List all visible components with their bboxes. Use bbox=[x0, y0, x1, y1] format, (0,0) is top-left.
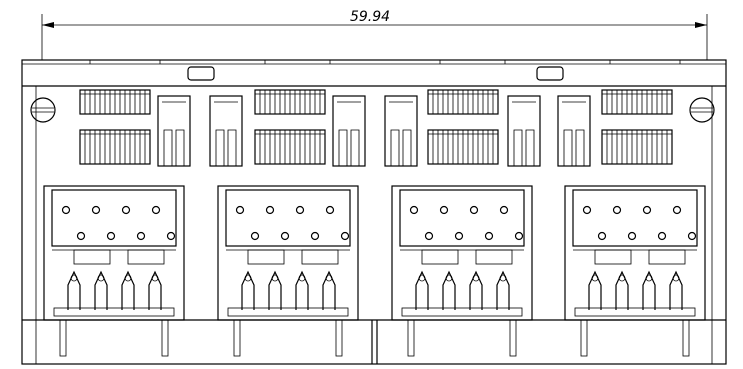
screw-left-icon bbox=[30, 97, 56, 123]
port-3 bbox=[391, 185, 533, 357]
vent-grille-4-1 bbox=[601, 89, 673, 115]
contact-hole-bottom bbox=[106, 231, 116, 241]
contact-hole-bottom bbox=[424, 231, 434, 241]
contact-hole-bottom bbox=[166, 231, 176, 241]
contact-hole-bottom bbox=[340, 231, 350, 241]
contact-hole-top bbox=[582, 205, 592, 215]
port-4 bbox=[564, 185, 706, 357]
vent-grille-2-1 bbox=[254, 89, 326, 115]
contact-hole-top bbox=[612, 205, 622, 215]
contact-hole-bottom bbox=[280, 231, 290, 241]
port-1 bbox=[43, 185, 185, 357]
contact-hole-top bbox=[235, 205, 245, 215]
light-pipe-clip-5 bbox=[507, 95, 541, 167]
contact-hole-top bbox=[325, 205, 335, 215]
light-pipe-clip-6 bbox=[557, 95, 591, 167]
contact-hole-bottom bbox=[657, 231, 667, 241]
contact-hole-bottom bbox=[514, 231, 524, 241]
contact-hole-top bbox=[499, 205, 509, 215]
port-2 bbox=[217, 185, 359, 357]
contact-hole-bottom bbox=[250, 231, 260, 241]
light-pipe-clip-1 bbox=[157, 95, 191, 167]
contact-hole-bottom bbox=[454, 231, 464, 241]
light-pipe-clip-2 bbox=[209, 95, 243, 167]
vent-grille-2-2 bbox=[254, 129, 326, 165]
contact-hole-top bbox=[265, 205, 275, 215]
contact-hole-bottom bbox=[484, 231, 494, 241]
contact-hole-bottom bbox=[627, 231, 637, 241]
width-dimension: 59.94 bbox=[41, 9, 708, 60]
screw-right-icon bbox=[689, 97, 715, 123]
contact-hole-top bbox=[295, 205, 305, 215]
width-dimension-label: 59.94 bbox=[350, 9, 390, 25]
contact-hole-top bbox=[151, 205, 161, 215]
contact-hole-bottom bbox=[76, 231, 86, 241]
vent-grille-4-2 bbox=[601, 129, 673, 165]
light-pipe-clip-4 bbox=[384, 95, 418, 167]
housing-outline bbox=[21, 59, 727, 365]
vent-grilles bbox=[79, 89, 673, 165]
contact-hole-bottom bbox=[136, 231, 146, 241]
contact-hole-top bbox=[91, 205, 101, 215]
contact-hole-top bbox=[121, 205, 131, 215]
contact-hole-top bbox=[439, 205, 449, 215]
vent-grille-1-2 bbox=[79, 129, 151, 165]
contact-hole-bottom bbox=[597, 231, 607, 241]
contact-hole-bottom bbox=[687, 231, 697, 241]
contact-hole-top bbox=[61, 205, 71, 215]
vent-grille-1-1 bbox=[79, 89, 151, 115]
vent-grille-3-1 bbox=[427, 89, 499, 115]
vent-grille-3-2 bbox=[427, 129, 499, 165]
contact-hole-top bbox=[642, 205, 652, 215]
contact-hole-bottom bbox=[310, 231, 320, 241]
port-group bbox=[43, 185, 706, 357]
contact-hole-top bbox=[672, 205, 682, 215]
contact-hole-top bbox=[469, 205, 479, 215]
light-pipe-clip-3 bbox=[332, 95, 366, 167]
contact-hole-top bbox=[409, 205, 419, 215]
led-light-pipes bbox=[157, 95, 591, 167]
